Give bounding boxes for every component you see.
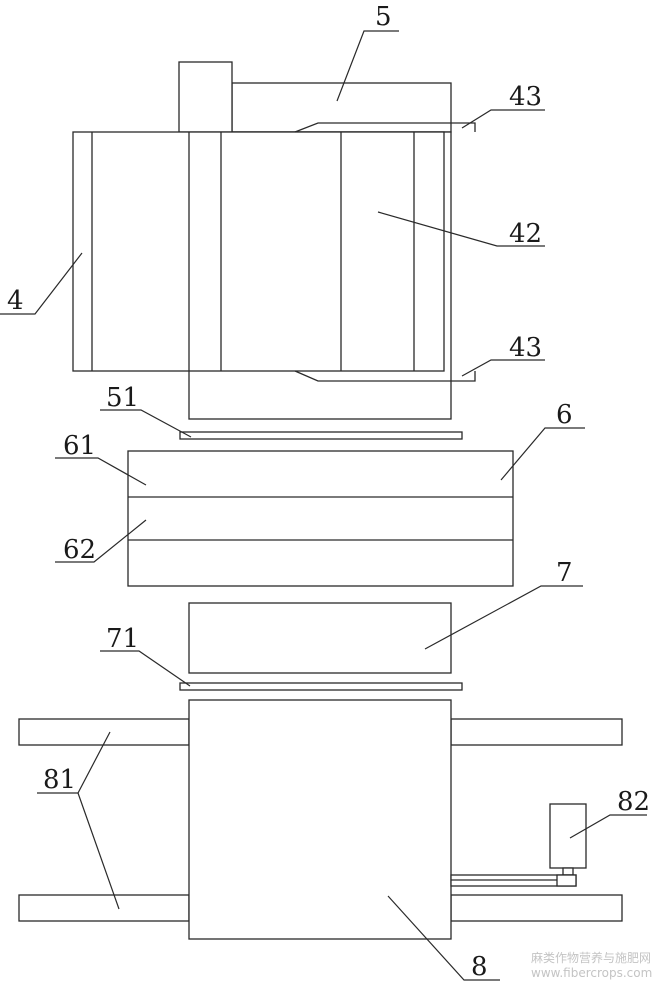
part-4-outline bbox=[72, 131, 445, 372]
part-6-outline bbox=[127, 450, 514, 587]
leader-71 bbox=[100, 650, 191, 687]
part-43-bottom-outline bbox=[294, 370, 476, 382]
label-4: 4 bbox=[7, 286, 24, 316]
label-8: 8 bbox=[471, 952, 488, 982]
leader-43-bottom bbox=[461, 359, 545, 377]
leader-82 bbox=[569, 814, 647, 839]
part-43-top-outline bbox=[294, 122, 476, 133]
part-82-coupling bbox=[562, 867, 574, 876]
leader-42 bbox=[377, 211, 545, 247]
leader-lines bbox=[0, 30, 647, 981]
label-6: 6 bbox=[556, 400, 573, 430]
part-82-motor bbox=[549, 803, 587, 869]
label-51: 51 bbox=[106, 383, 139, 413]
leader-4 bbox=[0, 252, 83, 315]
part-81-rail-bottom-right bbox=[450, 894, 623, 922]
part-82-drive bbox=[450, 803, 587, 887]
leader-51 bbox=[100, 409, 192, 438]
label-61: 61 bbox=[63, 431, 96, 461]
part-81-rail-top-left bbox=[18, 718, 190, 746]
leader-6 bbox=[500, 427, 585, 481]
watermark-title: 麻类作物营养与施肥网 bbox=[531, 950, 651, 965]
leader-62 bbox=[55, 519, 147, 563]
leader-81-lower bbox=[77, 792, 120, 910]
label-62: 62 bbox=[63, 535, 96, 565]
part-43-bottom-rail bbox=[294, 370, 476, 382]
part-7-block bbox=[188, 602, 452, 674]
watermark-url: www.fibercrops.com bbox=[531, 966, 652, 980]
part-5-upper-housing bbox=[231, 82, 452, 133]
part-71-plate bbox=[179, 682, 463, 691]
part-51-plate bbox=[179, 431, 463, 440]
label-71: 71 bbox=[106, 624, 139, 654]
part-82-nut bbox=[556, 874, 577, 887]
leader-8 bbox=[387, 895, 500, 981]
leader-7 bbox=[424, 585, 583, 650]
part-4-frame bbox=[72, 131, 445, 372]
part-5-motor-block bbox=[178, 61, 233, 133]
label-43-bottom: 43 bbox=[509, 333, 542, 363]
leader-5 bbox=[336, 30, 399, 102]
part-6-block bbox=[127, 450, 514, 587]
label-81: 81 bbox=[43, 765, 76, 795]
part-81-rail-top-right bbox=[450, 718, 623, 746]
label-7: 7 bbox=[556, 558, 573, 588]
part-43-top-rail bbox=[294, 122, 476, 133]
label-43-top: 43 bbox=[509, 82, 542, 112]
label-42: 42 bbox=[509, 219, 542, 249]
part-81-rail-bottom-left bbox=[18, 894, 190, 922]
label-5: 5 bbox=[375, 2, 392, 32]
part-8-carriage bbox=[188, 699, 452, 940]
leader-61 bbox=[55, 457, 147, 486]
leader-43-top bbox=[461, 109, 545, 129]
label-82: 82 bbox=[617, 787, 650, 817]
